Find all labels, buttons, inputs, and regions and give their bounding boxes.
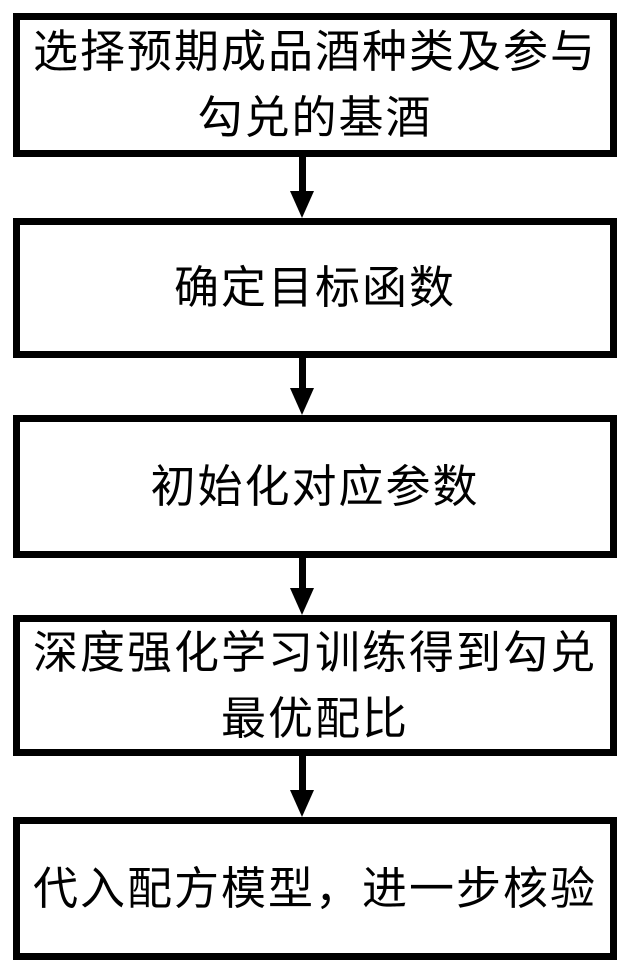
flow-step-rl-training-optimal-ratio: 深度强化学习训练得到勾兑 最优配比	[13, 615, 617, 756]
down-arrow-icon	[290, 790, 314, 817]
arrow-stem	[298, 358, 306, 388]
arrow-stem	[298, 558, 306, 588]
arrow-stem	[298, 157, 306, 191]
down-arrow-icon	[290, 588, 314, 615]
down-arrow-icon	[290, 191, 314, 218]
flow-arrow-3	[290, 558, 314, 615]
down-arrow-icon	[290, 388, 314, 415]
arrow-stem	[298, 756, 306, 790]
flow-step-select-base-wine: 选择预期成品酒种类及参与 勾兑的基酒	[13, 13, 617, 157]
flow-arrow-4	[290, 756, 314, 817]
flow-arrow-1	[290, 157, 314, 218]
flow-step-formula-model-verification: 代入配方模型，进一步核验	[13, 817, 617, 960]
flow-step-initialize-parameters: 初始化对应参数	[13, 415, 617, 558]
flow-step-objective-function: 确定目标函数	[13, 218, 617, 358]
flow-arrow-2	[290, 358, 314, 415]
